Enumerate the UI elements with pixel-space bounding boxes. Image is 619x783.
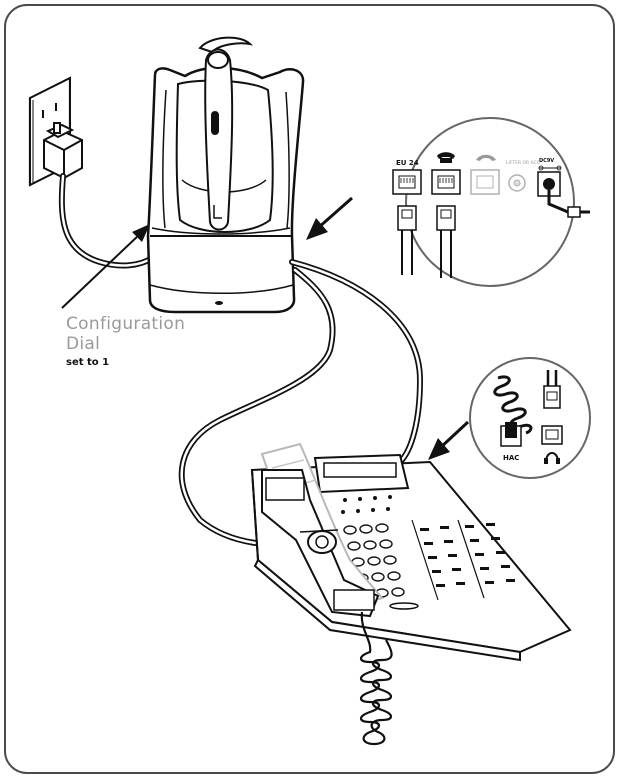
handset-port	[470, 169, 500, 195]
configuration-dial-caption: Configuration Dial	[66, 314, 185, 354]
telephone-icon	[437, 152, 455, 163]
base-ports-detail: EU 24 LIFTER OR ACC DC9V	[392, 117, 590, 287]
headset	[198, 36, 254, 231]
dial-arrow	[61, 224, 150, 309]
dc-label: DC9V	[539, 158, 554, 164]
power-cable	[58, 173, 155, 269]
hac-label: HAC	[503, 454, 519, 462]
dial-setting-note: set to 1	[66, 357, 110, 368]
phone-ports-arrow	[428, 420, 470, 460]
power-adapter	[43, 122, 83, 180]
lifter-label: LIFTER OR ACC	[506, 160, 540, 166]
handset-coil-cord	[359, 611, 393, 746]
base-to-phone-cables	[178, 259, 424, 548]
headset-port	[541, 425, 563, 445]
handset-icon	[476, 154, 496, 161]
ports-arrow	[306, 196, 353, 240]
handset-plug	[543, 385, 561, 409]
desk-phone	[250, 442, 572, 662]
caption-line-1: Configuration	[66, 314, 186, 334]
caption-line-2: Dial	[66, 334, 101, 354]
eu24-label: EU 24	[396, 159, 419, 167]
page-frame	[4, 4, 615, 774]
phone-ports-detail: HAC	[469, 357, 591, 479]
headphones-icon	[544, 452, 560, 464]
